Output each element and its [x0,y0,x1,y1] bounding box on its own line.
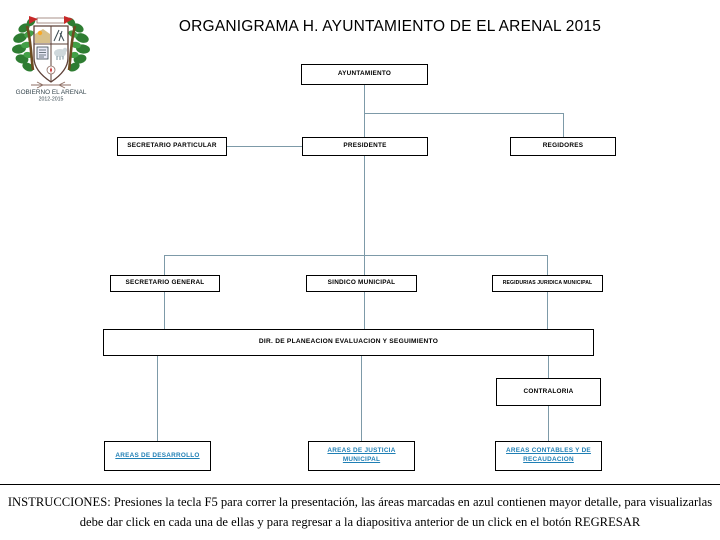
node-presidente-label: PRESIDENTE [343,142,387,150]
wire-contraloria-to-areas-contables [548,406,549,441]
node-areas-justicia-label-line2: MUNICIPAL [342,456,381,463]
page-title: ORGANIGRAMA H. AYUNTAMIENTO DE EL ARENAL… [178,18,602,35]
node-ayuntamiento[interactable]: AYUNTAMIENTO [301,64,428,85]
node-presidente[interactable]: PRESIDENTE [302,137,428,156]
node-areas-desarrollo[interactable]: AREAS DE DESARROLLO [104,441,211,471]
node-secretario-general-label: SECRETARIO GENERAL [125,279,205,287]
node-regidurias-label: REGIDURIAS JURIDICA MUNICIPAL [502,280,593,287]
node-sindico-municipal-label: SINDICO MUNICIPAL [327,279,396,287]
node-regidores[interactable]: REGIDORES [510,137,616,156]
wire-ayuntamiento-presidente [364,85,365,138]
wire-presidente-down [364,155,365,255]
node-areas-justicia-label-line1: AREAS DE JUSTICIA [327,447,396,455]
node-planeacion-label: DIR. DE PLANEACION EVALUACION Y SEGUIMIE… [258,338,439,346]
node-regidurias[interactable]: REGIDURIAS JURIDICA MUNICIPAL [492,275,603,292]
logo-caption-line1: GOBIERNO EL ARENAL [16,89,87,96]
node-ayuntamiento-label: AYUNTAMIENTO [337,70,392,78]
wire-level3-bus [164,255,547,256]
node-regidores-label: REGIDORES [542,142,584,150]
wire-bus-to-secretario-general [164,255,165,275]
logo-caption-line2: 2012-2015 [39,97,64,103]
wire-planeacion-to-contraloria [548,355,549,378]
node-planeacion[interactable]: DIR. DE PLANEACION EVALUACION Y SEGUIMIE… [103,329,594,356]
wire-presidente-secretario-particular [227,146,302,147]
node-areas-contables-label-line1: AREAS CONTABLES Y DE [506,447,591,455]
wire-bus-to-regidurias [547,255,548,275]
wire-regidurias-to-planeacion [547,292,548,330]
node-secretario-particular-label: SECRETARIO PARTICULAR [127,142,217,150]
coat-of-arms-icon: GOBIERNO EL ARENAL 2012-2015 [7,2,95,102]
instructions-banner: INSTRUCCIONES: Presiones la tecla F5 par… [0,484,720,540]
node-secretario-particular[interactable]: SECRETARIO PARTICULAR [117,137,227,156]
wire-ayuntamiento-regidores-h [364,113,563,114]
wire-planeacion-to-areas-desarrollo [157,355,158,441]
instructions-text: INSTRUCCIONES: Presiones la tecla F5 par… [7,494,713,529]
node-areas-desarrollo-label: AREAS DE DESARROLLO [115,451,200,459]
node-contraloria[interactable]: CONTRALORIA [496,378,601,406]
node-sindico-municipal[interactable]: SINDICO MUNICIPAL [306,275,417,292]
wire-bus-to-sindico [364,255,365,275]
wire-planeacion-to-areas-justicia [361,355,362,441]
wire-sindico-to-planeacion [364,292,365,330]
node-areas-contables-recaudacion[interactable]: AREAS CONTABLES Y DE RECAUDACION [495,441,602,471]
node-contraloria-label: CONTRALORIA [523,387,574,395]
node-secretario-general[interactable]: SECRETARIO GENERAL [110,275,220,292]
wire-regidores-drop [563,113,564,138]
wire-secretario-general-to-planeacion [164,292,165,330]
node-areas-contables-label-line2: RECAUDACION [523,456,574,463]
node-areas-justicia-municipal[interactable]: AREAS DE JUSTICIA MUNICIPAL [308,441,415,471]
